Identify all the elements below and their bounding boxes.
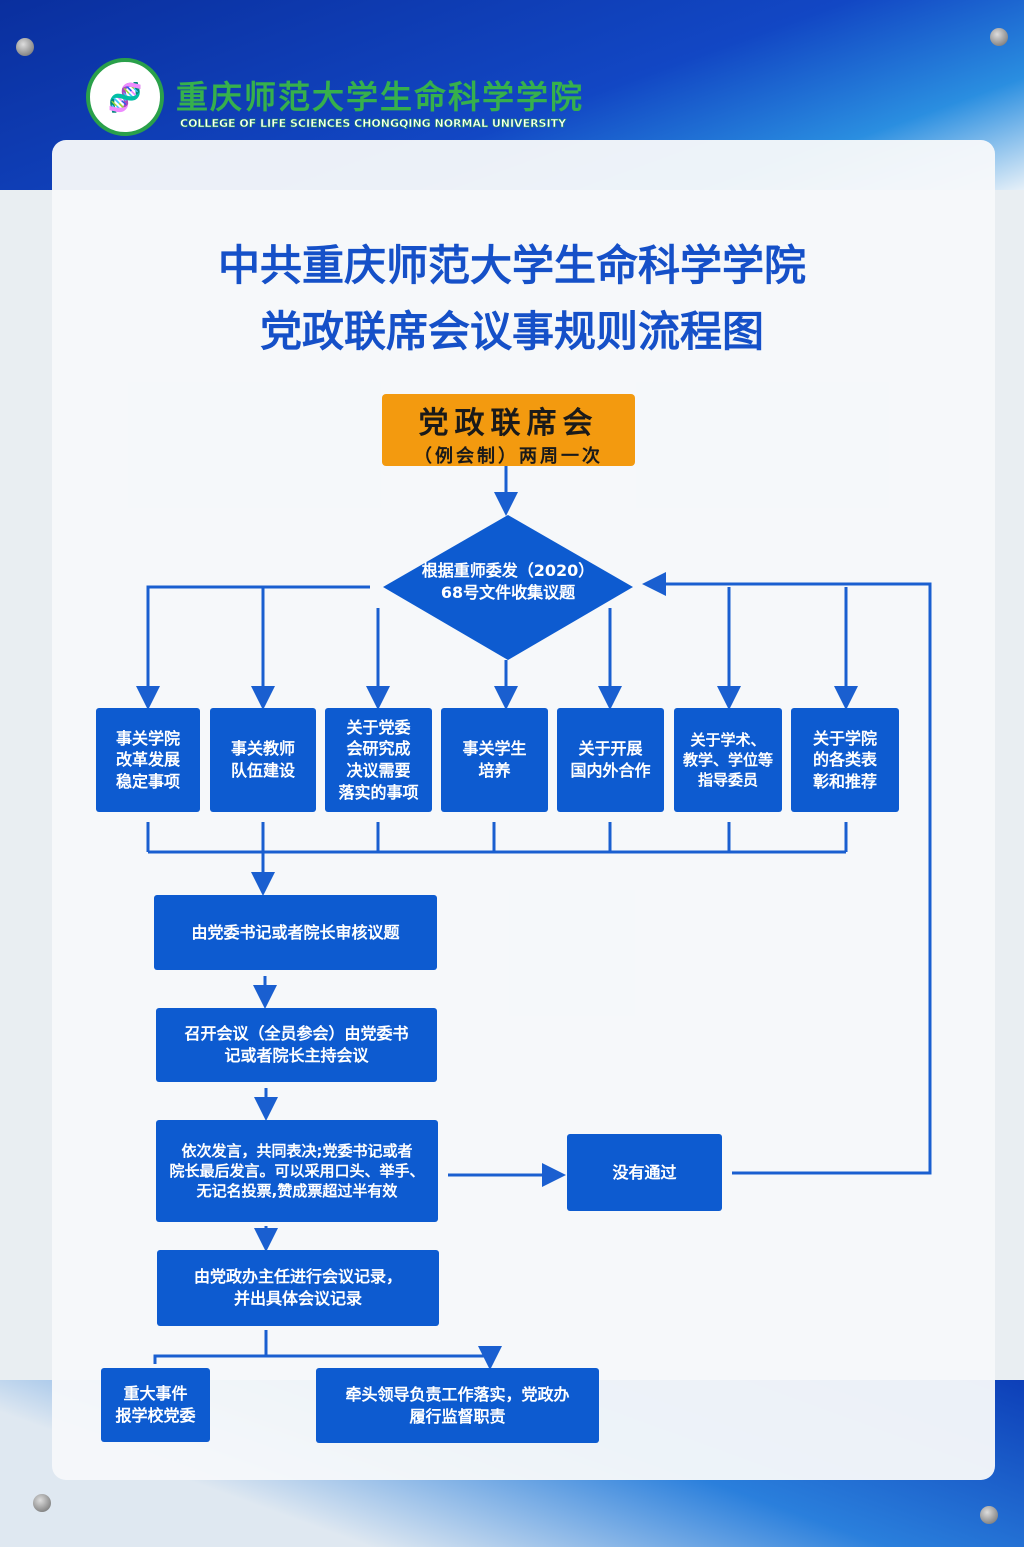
step-meeting-record: 由党政办主任进行会议记录， 并出具体会议记录: [157, 1250, 439, 1326]
step-hold-meeting: 召开会议（全员参会）由党委书 记或者院长主持会议: [156, 1008, 437, 1082]
step-review-topics: 由党委书记或者院长审核议题: [154, 895, 437, 970]
step-vote: 依次发言，共同表决;党委书记或者 院长最后发言。可以采用口头、举手、 无记名投票…: [156, 1120, 438, 1222]
screw-icon: [980, 1506, 998, 1524]
topic-box: 事关教师 队伍建设: [210, 708, 316, 812]
start-title: 党政联席会: [418, 406, 599, 441]
college-name-en: COLLEGE OF LIFE SCIENCES CHONGQING NORMA…: [180, 117, 567, 131]
step-leader-implementation: 牵头领导负责工作落实，党政办 履行监督职责: [316, 1368, 599, 1443]
step-report-major-events: 重大事件 报学校党委: [101, 1368, 210, 1442]
decision-diamond: [383, 515, 633, 660]
page-title-line2: 党政联席会议事规则流程图: [259, 307, 764, 356]
topic-box: 关于开展 国内外合作: [557, 708, 664, 812]
page-title-line1: 中共重庆师范大学生命科学学院: [217, 241, 806, 290]
topic-box: 关于学院 的各类表 彰和推荐: [791, 708, 899, 812]
screw-icon: [33, 1494, 51, 1512]
step-not-passed: 没有通过: [567, 1134, 722, 1211]
topic-box: 关于学术、 教学、学位等 指导委员: [674, 708, 782, 812]
topic-box: 关于党委 会研究成 决议需要 落实的事项: [325, 708, 432, 812]
screw-icon: [990, 28, 1008, 46]
topic-box: 事关学院 改革发展 稳定事项: [96, 708, 200, 812]
screw-icon: [16, 38, 34, 56]
start-subtitle: （例会制）两周一次: [414, 446, 603, 467]
topic-box: 事关学生 培养: [441, 708, 548, 812]
college-name-cn: 重庆师范大学生命科学学院: [176, 78, 585, 116]
decision-collect-topics: 根据重师委发（2020） 68号文件收集议题: [421, 561, 595, 603]
college-logo-icon: 🧬: [86, 58, 164, 136]
start-node-joint-meeting: 党政联席会 （例会制）两周一次: [382, 394, 635, 467]
